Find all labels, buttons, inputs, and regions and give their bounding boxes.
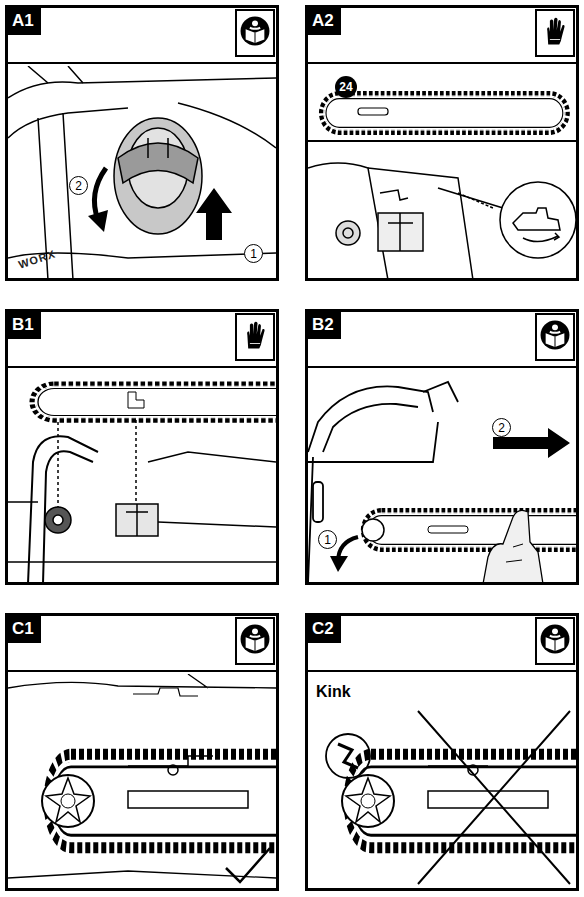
a2-illustration — [308, 94, 576, 280]
c2-illustration — [326, 711, 584, 884]
step-tab: B1 — [7, 311, 41, 339]
header-icons — [241, 17, 570, 654]
callout-number: 1 — [244, 244, 263, 263]
step-tab: A2 — [307, 7, 341, 35]
step-panel: C2 — [305, 613, 579, 891]
callout-number: 2 — [69, 176, 88, 195]
step-panel: A2 — [305, 5, 579, 281]
step-panel: B2 — [305, 309, 579, 585]
c1-illustration — [8, 674, 379, 882]
callout-number: 1 — [318, 530, 337, 549]
step-panel: A1 — [5, 5, 279, 281]
b2-illustration — [308, 382, 584, 584]
step-tab: A1 — [7, 7, 41, 35]
step-tab: C1 — [7, 615, 41, 643]
brand-text: WORX — [17, 248, 57, 270]
note-text: Kink — [316, 684, 351, 700]
panel-headers — [5, 10, 579, 671]
step-panel: B1 — [5, 309, 279, 585]
callout-number: 24 — [335, 76, 357, 98]
step-panel: C1 — [5, 613, 279, 891]
step-tab: C2 — [307, 615, 341, 643]
callout-number: 2 — [492, 418, 511, 437]
step-tab: B2 — [307, 311, 341, 339]
b1-illustration — [8, 384, 331, 584]
a1-illustration — [8, 66, 276, 280]
